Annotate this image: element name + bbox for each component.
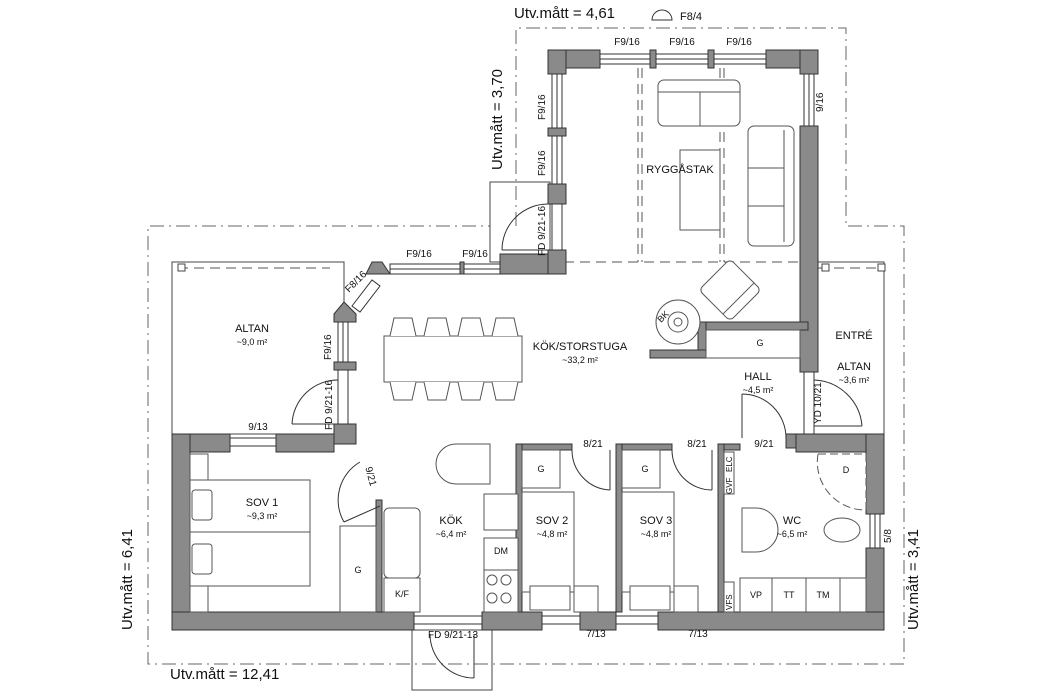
dim-left-lower: Utv.mått = 6,41	[119, 528, 136, 630]
door-swings	[291, 203, 863, 679]
roof-window-label: F8/4	[680, 11, 703, 23]
window-left-2: F9/16	[537, 150, 548, 176]
roof-window-symbol	[651, 9, 673, 21]
window-top-1: F9/16	[614, 37, 640, 48]
room-sov2: SOV 2~4,8 m²	[535, 515, 569, 539]
windows	[229, 53, 881, 625]
room-kok-storstuga: KÖK/STORSTUGA~33,2 m²	[532, 341, 628, 365]
window-top-2: F9/16	[669, 37, 695, 48]
door-entre: YD 10/21	[813, 382, 824, 424]
door-wc: 9/21	[754, 439, 774, 450]
window-sov1: 9/13	[248, 422, 268, 433]
room-wc: WC~6,5 m²	[776, 515, 808, 539]
room-entre-altan: ALTAN~3,6 m²	[837, 361, 871, 385]
room-entre: ENTRÉ	[835, 330, 873, 342]
install-vfs: VFS	[725, 594, 734, 610]
window-right-1: 9/16	[815, 92, 826, 112]
window-sov2: 7/13	[586, 629, 606, 640]
door-sov3: 8/21	[687, 439, 707, 450]
closet-sov1: G	[354, 565, 362, 575]
install-elc: ELC	[725, 456, 734, 472]
door-altan: FD 9/21-16	[324, 379, 335, 430]
furniture	[189, 79, 867, 613]
closet-hall: G	[756, 338, 764, 348]
dim-bottom: Utv.mått = 12,41	[170, 666, 280, 683]
window-top-3: F9/16	[726, 37, 752, 48]
room-kok: KÖK~6,4 m²	[435, 515, 467, 539]
outer-dimension-lines	[147, 27, 905, 665]
door-ryggastak: FD 9/21-16	[537, 205, 548, 256]
dishwasher: DM	[494, 546, 508, 556]
shower: D	[842, 465, 850, 475]
door-kok: FD 9/21-13	[427, 630, 479, 641]
room-ryggastak: RYGGÅSTAK	[646, 164, 714, 176]
fridge-freezer: K/F	[394, 589, 410, 599]
room-altan: ALTAN~9,0 m²	[235, 323, 269, 347]
room-sov3: SOV 3~4,8 m²	[639, 515, 673, 539]
closet-sov2: G	[537, 464, 545, 474]
closet-sov3: G	[641, 464, 649, 474]
dryer: TT	[783, 590, 795, 600]
window-left-1: F9/16	[537, 94, 548, 120]
window-wc: 5/8	[883, 529, 894, 543]
terrace-outlines	[171, 181, 886, 691]
door-sov2: 8/21	[583, 439, 603, 450]
window-sov3: 7/13	[688, 629, 708, 640]
window-mid-2: F9/16	[462, 249, 488, 260]
dim-left-upper: Utv.mått = 3,70	[489, 68, 506, 170]
window-altan: F9/16	[323, 334, 334, 360]
room-sov1: SOV 1~9,3 m²	[245, 497, 279, 521]
washer: TM	[816, 590, 830, 600]
install-gvf: GVF	[725, 477, 734, 494]
dim-right-lower: Utv.mått = 3,41	[905, 528, 922, 630]
window-mid-1: F9/16	[406, 249, 432, 260]
walls	[171, 49, 885, 631]
water-heater: VP	[749, 590, 763, 600]
room-hall: HALL~4,5 m²	[742, 371, 774, 395]
dim-top: Utv.mått = 4,61	[514, 5, 616, 22]
